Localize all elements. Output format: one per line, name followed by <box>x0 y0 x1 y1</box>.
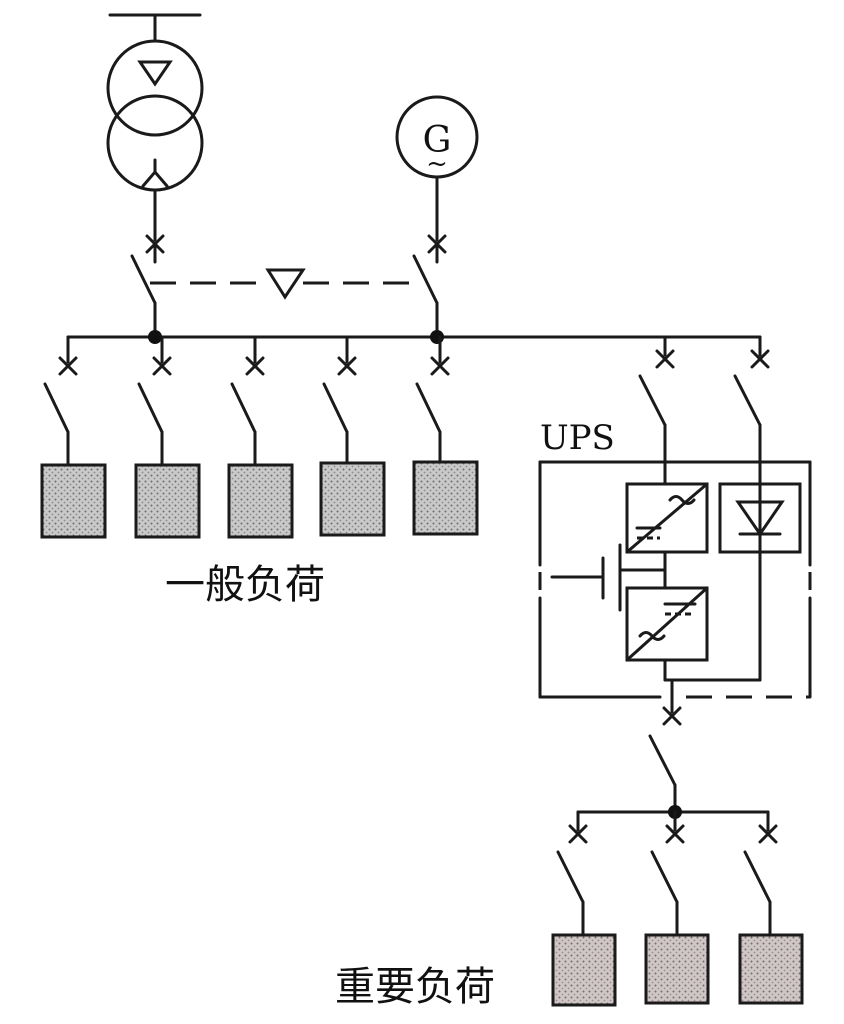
critical-feeder-2 <box>644 810 710 1005</box>
transformer-feeder <box>130 188 165 338</box>
interlock-triangle-icon <box>265 268 306 300</box>
inverter-icon <box>625 586 709 662</box>
general-load-label: 一般负荷 <box>165 562 325 608</box>
generator-symbol: G <box>423 120 452 161</box>
general-load-2 <box>134 463 201 539</box>
general-load-1 <box>40 463 107 539</box>
critical-load-label: 重要负荷 <box>335 964 495 1010</box>
feeder-1 <box>40 335 107 539</box>
critical-busbar <box>576 805 770 819</box>
incoming-supply <box>108 13 202 42</box>
general-load-3 <box>227 463 294 539</box>
ups-feeders <box>638 335 770 682</box>
ups-label: UPS <box>540 418 615 458</box>
general-load-feeders <box>40 335 479 539</box>
feeder-2 <box>134 335 201 539</box>
disconnect-switch-icon <box>412 254 439 305</box>
general-load-5 <box>412 460 479 536</box>
interlock <box>150 268 422 300</box>
critical-load-1 <box>551 933 617 1007</box>
ups-output <box>648 658 762 814</box>
critical-feeder-1 <box>551 810 617 1007</box>
feeder-4 <box>319 335 386 537</box>
rectifier-icon <box>625 482 709 554</box>
feeder-5 <box>412 335 479 536</box>
main-busbar <box>66 330 762 344</box>
generator-feeder <box>412 175 447 338</box>
critical-load-3 <box>738 933 804 1005</box>
general-load-4 <box>319 461 386 537</box>
battery-icon <box>550 543 667 612</box>
generator-ac-symbol: ~ <box>426 149 448 179</box>
disconnect-switch-icon <box>130 254 157 305</box>
transformer-icon <box>106 39 204 192</box>
generator-icon: G ~ <box>395 95 479 179</box>
critical-load-2 <box>644 933 710 1005</box>
feeder-3 <box>227 335 294 539</box>
critical-feeder-3 <box>738 810 804 1005</box>
ups-enclosure <box>538 460 812 699</box>
critical-load-feeders <box>551 810 804 1007</box>
diode-icon <box>718 482 802 554</box>
